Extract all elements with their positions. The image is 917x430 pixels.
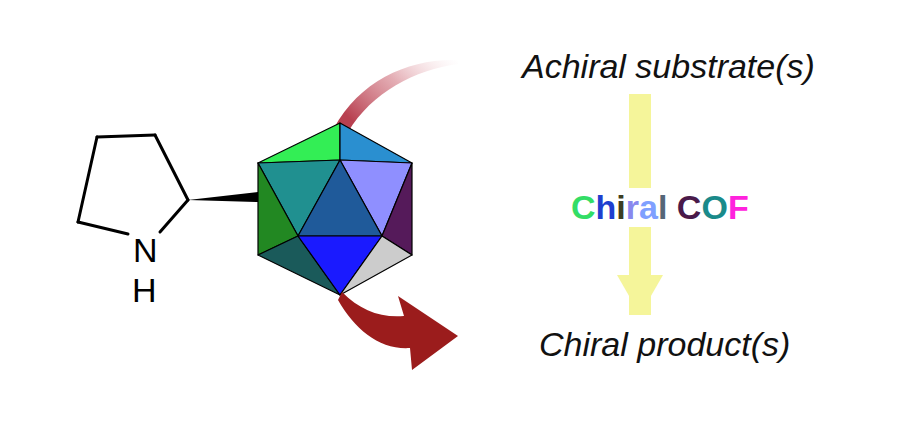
atom-label: H [132,273,157,307]
product-arrow [338,292,458,370]
atom-label: N [133,233,158,267]
text-node: Achiral substrate(s) [518,45,819,88]
node-text: Achiral substrate(s) [518,45,819,88]
node-text: Chiral product(s) [535,323,794,366]
pyrrolidine-ring [78,135,188,234]
substrate-arrow [334,60,458,132]
text-node: Chiral product(s) [535,323,794,366]
icosahedron [258,123,412,295]
wedge-bond [188,192,258,202]
edge-label: Chiral COF [567,188,753,227]
